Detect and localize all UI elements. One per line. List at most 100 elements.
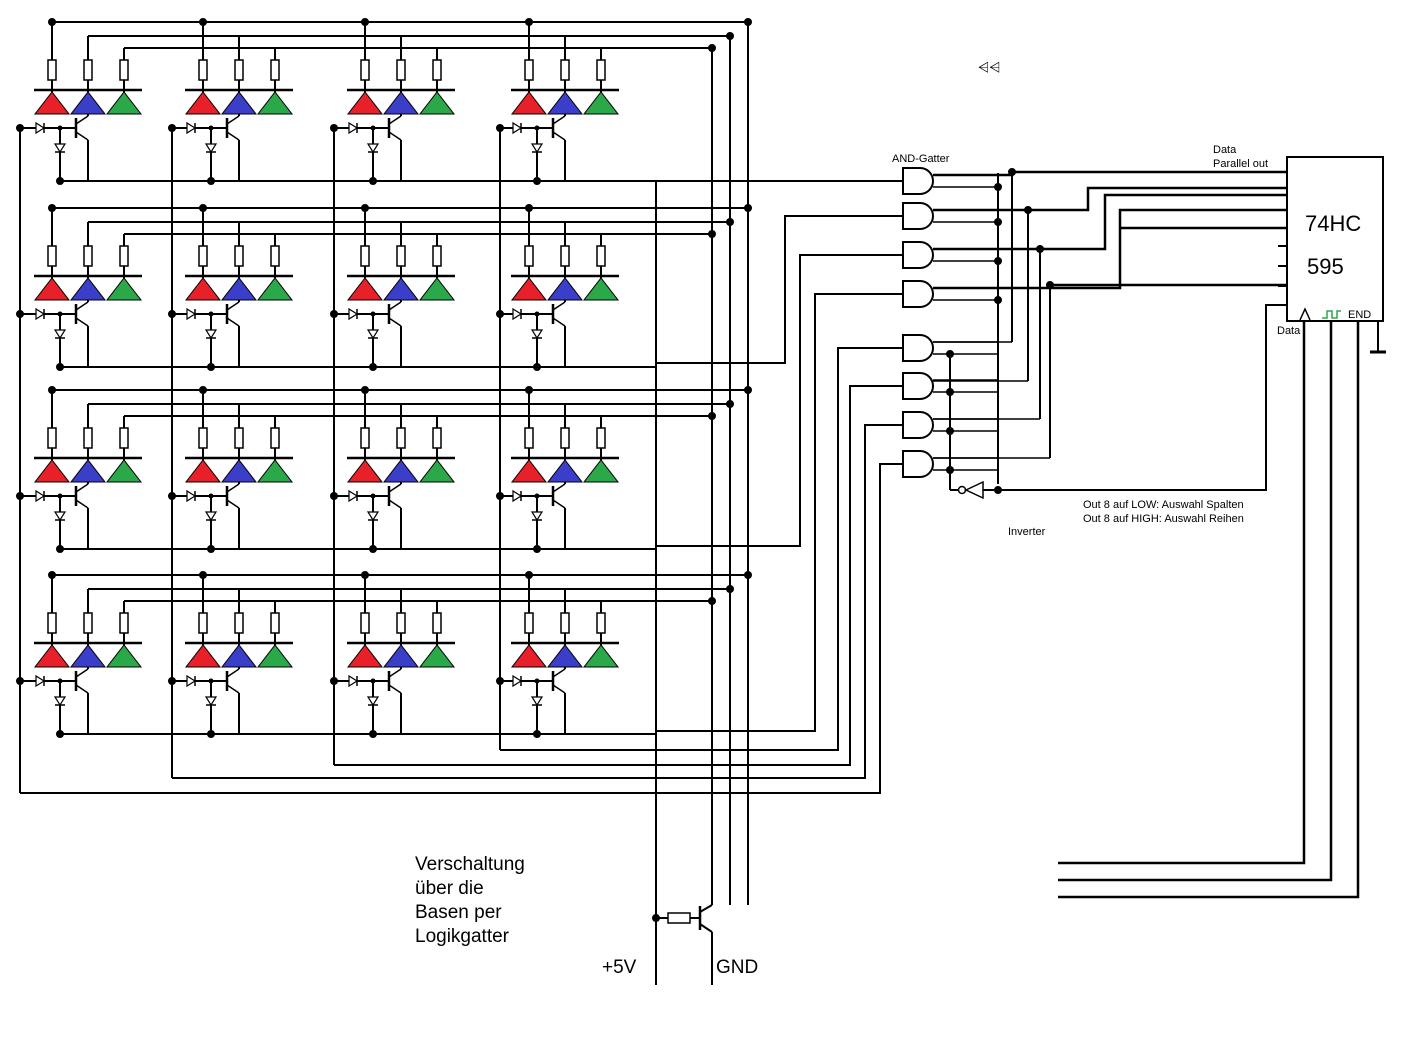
- wire: [226, 668, 240, 678]
- diode-icon: [348, 307, 359, 321]
- led-cell: [173, 22, 294, 168]
- wire: [75, 483, 89, 493]
- led-green-icon: [256, 91, 294, 115]
- resistor-icon: [83, 59, 93, 81]
- led-green-icon: [256, 459, 294, 483]
- led-green-icon: [418, 644, 456, 668]
- junction-dot: [726, 585, 734, 593]
- junction-dot: [652, 914, 660, 922]
- resistor-icon: [234, 427, 244, 449]
- resistor-icon: [560, 612, 570, 634]
- wire: [226, 317, 240, 327]
- resistor-icon: [396, 427, 406, 449]
- junction-dot: [744, 18, 752, 26]
- parallel-out-label: Parallel out: [1213, 158, 1268, 170]
- junction-dot: [56, 363, 64, 371]
- led-green-icon: [105, 91, 143, 115]
- data-label: Data: [1213, 144, 1237, 156]
- and-gate-body: [902, 450, 934, 478]
- and-gate-array: [902, 167, 998, 500]
- junction-dot: [369, 545, 377, 553]
- chip-end-label: END: [1348, 309, 1371, 321]
- junction-dot: [57, 125, 63, 131]
- description-line-2: über die: [415, 878, 484, 899]
- led-cell: [335, 575, 456, 721]
- junction-dot: [708, 597, 716, 605]
- diode-icon: [186, 121, 197, 135]
- wire: [226, 684, 240, 694]
- diode-icon: [512, 674, 523, 688]
- and-gates-label: AND-Gatter: [892, 153, 950, 165]
- led-red-icon: [184, 459, 222, 483]
- resistor-icon: [360, 245, 370, 267]
- diode-icon: [204, 511, 218, 522]
- led-cell: [335, 390, 456, 536]
- led-blue-icon: [69, 459, 107, 483]
- wire: [75, 131, 89, 141]
- resistor-icon: [432, 612, 442, 634]
- diode-icon: [366, 143, 380, 154]
- resistor-icon: [119, 59, 129, 81]
- and-gate-icon: [902, 241, 998, 269]
- led-cell: [22, 390, 143, 536]
- wire: [388, 115, 402, 125]
- led-red-icon: [510, 277, 548, 301]
- wire: [552, 317, 566, 327]
- junction-dot: [207, 730, 215, 738]
- junction-dot: [370, 311, 376, 317]
- resistor-icon: [396, 612, 406, 634]
- diode-icon: [512, 489, 523, 503]
- wire: [226, 131, 240, 141]
- resistor-icon: [596, 612, 606, 634]
- and-gate-body: [902, 241, 934, 269]
- wire: [226, 301, 240, 311]
- diode-icon: [348, 121, 359, 135]
- resistor-icon: [560, 59, 570, 81]
- resistor-icon: [83, 245, 93, 267]
- and-gate-icon: [902, 334, 998, 362]
- resistor-icon: [234, 245, 244, 267]
- junction-dot: [994, 486, 1002, 494]
- diode-icon: [530, 143, 544, 154]
- led-green-icon: [105, 644, 143, 668]
- diode-icon: [512, 307, 523, 321]
- diode-icon: [348, 674, 359, 688]
- junction-dot: [56, 730, 64, 738]
- led-green-icon: [582, 91, 620, 115]
- junction-dot: [1036, 245, 1044, 253]
- diode-icon: [530, 511, 544, 522]
- led-red-icon: [184, 277, 222, 301]
- led-red-icon: [184, 644, 222, 668]
- led-green-icon: [256, 644, 294, 668]
- wire: [699, 904, 713, 913]
- resistor-icon: [47, 427, 57, 449]
- clock-pulse-icon: [1322, 310, 1341, 319]
- and-gate-icon: [902, 280, 998, 308]
- led-cell: [22, 22, 143, 168]
- junction-dot: [208, 311, 214, 317]
- resistor-icon: [596, 59, 606, 81]
- diode-icon: [186, 307, 197, 321]
- wire: [388, 499, 402, 509]
- led-cell: [499, 575, 620, 721]
- wire: [226, 483, 240, 493]
- dual-diode-icon: ⩤⩤: [978, 60, 1000, 76]
- junction-dot: [533, 363, 541, 371]
- led-blue-icon: [546, 277, 584, 301]
- inverter-icon: [964, 480, 984, 500]
- resistor-icon: [270, 427, 280, 449]
- wire: [75, 684, 89, 694]
- junction-dot: [726, 32, 734, 40]
- diode-icon: [204, 696, 218, 707]
- led-cell: [173, 390, 294, 536]
- wire: [388, 317, 402, 327]
- led-red-icon: [346, 644, 384, 668]
- led-green-icon: [418, 91, 456, 115]
- junction-dot: [1024, 206, 1032, 214]
- resistor-icon: [198, 59, 208, 81]
- junction-dot: [726, 218, 734, 226]
- led-red-icon: [346, 277, 384, 301]
- junction-dot: [370, 493, 376, 499]
- diode-icon: [204, 143, 218, 154]
- inverter-label: Inverter: [1008, 526, 1046, 538]
